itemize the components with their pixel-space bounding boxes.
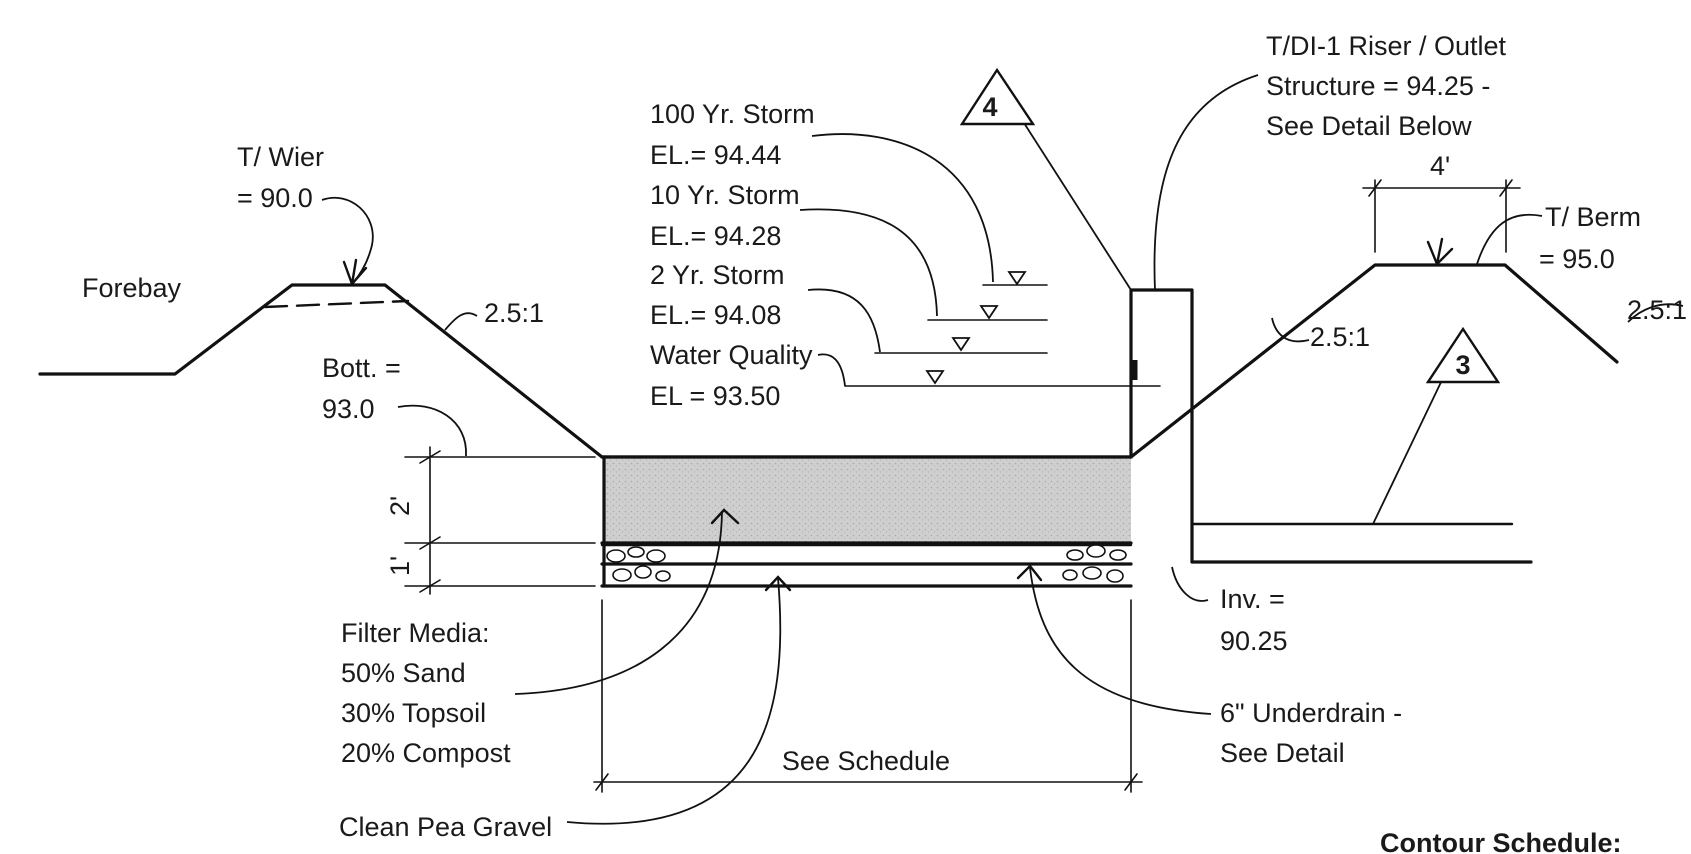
bott-label-line2: 93.0 (322, 394, 375, 424)
storm-2yr-label-line2: EL.= 94.08 (650, 300, 781, 330)
pea-gravel-label: Clean Pea Gravel (339, 812, 552, 842)
detail-tag-4: 4 (959, 67, 1036, 126)
underdrain-label-line1: 6" Underdrain - (1220, 698, 1402, 728)
contour-schedule-label: Contour Schedule: (1380, 828, 1622, 854)
water-quality-label-line2: EL = 93.50 (650, 381, 780, 411)
leader-lines (321, 74, 1684, 825)
svg-text:4: 4 (982, 92, 997, 122)
storm-100yr-label-line1: 100 Yr. Storm (650, 99, 815, 129)
dim-1ft-label: 1' (385, 556, 415, 576)
leader-arrowheads (710, 508, 1043, 592)
t-berm-label-line1: T/ Berm (1545, 202, 1641, 232)
t-berm-label-line2: = 95.0 (1539, 244, 1615, 274)
svg-text:3: 3 (1455, 350, 1470, 380)
storm-10yr-label-line1: 10 Yr. Storm (650, 180, 800, 210)
forebay-label: Forebay (82, 273, 182, 303)
gravel-left (606, 546, 671, 582)
storm-100yr-label-line2: EL.= 94.44 (650, 140, 781, 170)
inv-label-line1: Inv. = (1220, 584, 1285, 614)
t-wier-label-line2: = 90.0 (237, 183, 313, 213)
riser-label-line3: See Detail Below (1266, 111, 1472, 141)
underdrain-label-line2: See Detail (1220, 738, 1345, 768)
filter-media-bed (604, 459, 1131, 542)
gravel-right (1062, 544, 1127, 583)
water-quality-label-line1: Water Quality (650, 340, 813, 370)
storm-2yr-label-line1: 2 Yr. Storm (650, 260, 785, 290)
inv-label-line2: 90.25 (1220, 626, 1288, 656)
dim-2ft-label: 2' (385, 496, 415, 516)
berm-grade-line (1129, 263, 1619, 459)
slope-left-label: 2.5:1 (484, 298, 544, 328)
bott-label-line1: Bott. = (322, 353, 401, 383)
detail-tag-3: 3 (1425, 326, 1501, 384)
slope-right-outer-label: 2.5:1 (1627, 295, 1687, 325)
slope-right-inner-label: 2.5:1 (1310, 322, 1370, 352)
storm-10yr-label-line2: EL.= 94.28 (650, 221, 781, 251)
wse-triangles (925, 271, 1027, 385)
filter-media-label-line3: 30% Topsoil (341, 698, 486, 728)
dim-4ft-label: 4' (1430, 151, 1450, 181)
riser-label-line2: Structure = 94.25 - (1266, 71, 1490, 101)
t-wier-label-line1: T/ Wier (237, 142, 324, 172)
left-forebay-wier-line (263, 299, 410, 309)
riser-label-line1: T/DI-1 Riser / Outlet (1266, 31, 1507, 61)
filter-media-label-line1: Filter Media: (341, 618, 490, 648)
see-schedule-label: See Schedule (782, 746, 950, 776)
grass-tuft-right-icon (1426, 237, 1454, 266)
dim-vertical-ticks (419, 450, 441, 593)
filter-media-label-line2: 50% Sand (341, 658, 466, 688)
filter-media-label-line4: 20% Compost (341, 738, 511, 768)
